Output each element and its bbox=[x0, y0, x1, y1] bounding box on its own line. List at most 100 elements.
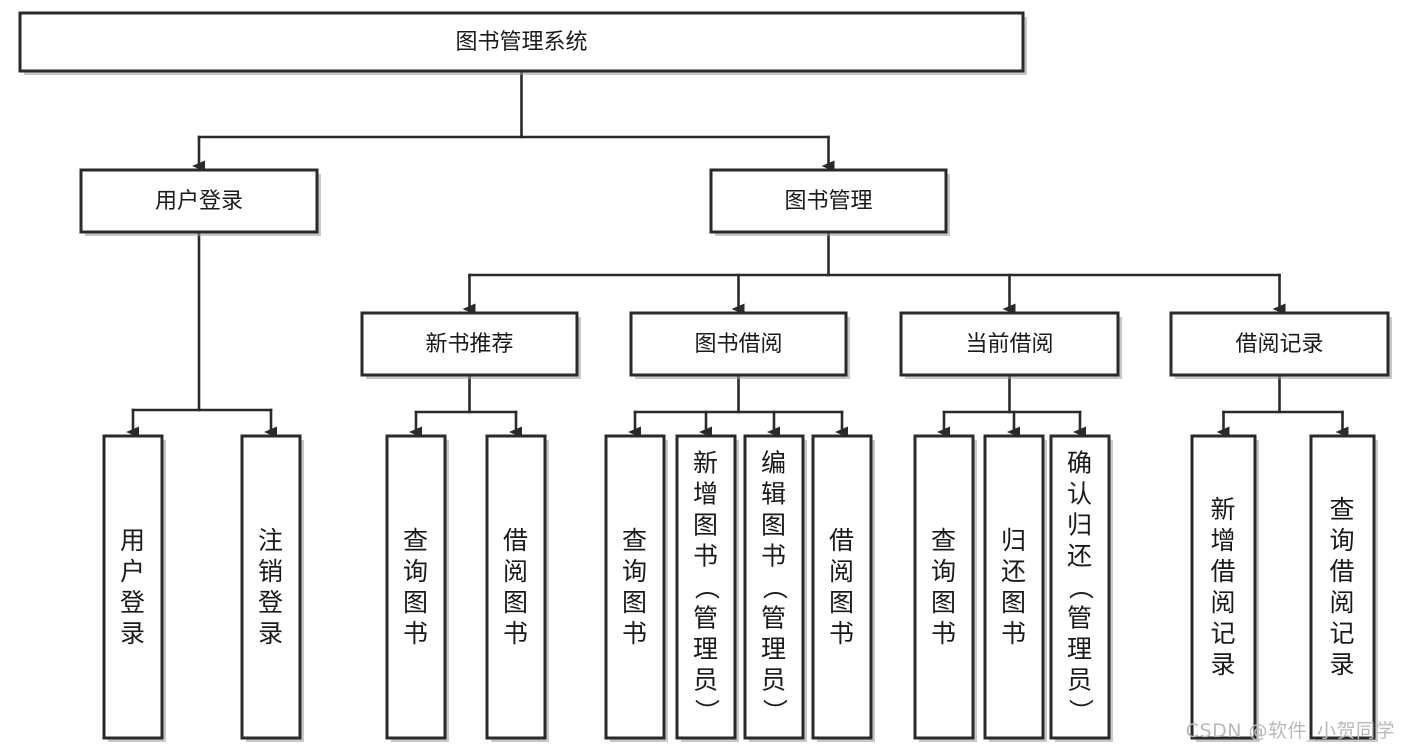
svg-text:图: 图 bbox=[1001, 588, 1027, 617]
leaf-box[interactable] bbox=[485, 434, 549, 742]
svg-text:录: 录 bbox=[258, 619, 284, 648]
leaf-box[interactable] bbox=[913, 434, 977, 742]
level2-box[interactable] bbox=[1169, 311, 1392, 379]
leaf-box[interactable] bbox=[983, 434, 1047, 742]
svg-text:图: 图 bbox=[503, 588, 529, 617]
svg-text:书: 书 bbox=[622, 619, 648, 648]
svg-text:录: 录 bbox=[1210, 650, 1236, 679]
svg-text:书: 书 bbox=[1001, 619, 1027, 648]
svg-text:（: （ bbox=[760, 575, 789, 601]
leaf-box[interactable] bbox=[811, 434, 875, 742]
svg-text:登: 登 bbox=[258, 588, 284, 617]
svg-text:书: 书 bbox=[931, 619, 957, 648]
svg-text:确: 确 bbox=[1067, 449, 1093, 478]
leaf-box[interactable] bbox=[1309, 434, 1378, 742]
svg-text:询: 询 bbox=[931, 557, 957, 586]
svg-text:注: 注 bbox=[258, 526, 284, 555]
svg-text:记: 记 bbox=[1329, 619, 1355, 648]
svg-text:员: 员 bbox=[693, 666, 719, 695]
svg-text:户: 户 bbox=[120, 557, 146, 586]
svg-text:查: 查 bbox=[622, 526, 648, 555]
level2-label: 新书推荐 bbox=[425, 332, 513, 357]
svg-text:借: 借 bbox=[503, 526, 529, 555]
leaf-box[interactable] bbox=[1190, 434, 1259, 742]
svg-text:图: 图 bbox=[829, 588, 855, 617]
svg-text:管: 管 bbox=[761, 604, 787, 633]
svg-text:员: 员 bbox=[1067, 666, 1093, 695]
svg-text:图: 图 bbox=[622, 588, 648, 617]
leaf-label: 用户登录 bbox=[120, 526, 146, 648]
level2-box[interactable] bbox=[899, 311, 1122, 379]
level1-box[interactable] bbox=[79, 168, 321, 236]
svg-text:书: 书 bbox=[693, 542, 719, 571]
node-layer: 图书管理系统用户登录图书管理新书推荐图书借阅当前借阅借阅记录用户登录注销登录查询… bbox=[18, 11, 1392, 742]
svg-text:询: 询 bbox=[622, 557, 648, 586]
svg-text:录: 录 bbox=[1329, 650, 1355, 679]
svg-text:辑: 辑 bbox=[761, 480, 787, 509]
leaf-box[interactable] bbox=[240, 434, 304, 742]
svg-text:登: 登 bbox=[120, 588, 146, 617]
level2-label: 图书借阅 bbox=[694, 332, 782, 357]
leaf-box[interactable] bbox=[743, 434, 807, 742]
leaf-box[interactable] bbox=[102, 434, 166, 742]
svg-text:）: ） bbox=[692, 699, 721, 725]
svg-text:借: 借 bbox=[1210, 557, 1236, 586]
svg-text:编: 编 bbox=[761, 449, 787, 478]
root-box[interactable] bbox=[18, 11, 1027, 75]
svg-text:认: 认 bbox=[1067, 480, 1093, 509]
svg-text:查: 查 bbox=[931, 526, 957, 555]
svg-text:（: （ bbox=[1066, 575, 1095, 601]
svg-text:理: 理 bbox=[693, 635, 719, 664]
level1-label: 图书管理 bbox=[784, 189, 872, 214]
svg-text:图: 图 bbox=[931, 588, 957, 617]
svg-text:管: 管 bbox=[1067, 604, 1093, 633]
svg-text:询: 询 bbox=[1329, 526, 1355, 555]
level2-box[interactable] bbox=[360, 311, 581, 379]
leaf-box[interactable] bbox=[1049, 434, 1113, 742]
svg-text:查: 查 bbox=[1329, 495, 1355, 524]
svg-text:还: 还 bbox=[1001, 557, 1027, 586]
level1-box[interactable] bbox=[709, 168, 950, 236]
svg-text:阅: 阅 bbox=[829, 557, 855, 586]
level2-box[interactable] bbox=[629, 311, 850, 379]
leaf-box[interactable] bbox=[385, 434, 449, 742]
svg-text:记: 记 bbox=[1210, 619, 1236, 648]
connector-layer bbox=[126, 69, 1349, 438]
leaf-box[interactable] bbox=[675, 434, 739, 742]
svg-text:增: 增 bbox=[1210, 526, 1236, 555]
svg-text:询: 询 bbox=[403, 557, 429, 586]
svg-text:（: （ bbox=[692, 575, 721, 601]
svg-text:阅: 阅 bbox=[1210, 588, 1236, 617]
level2-label: 借阅记录 bbox=[1235, 332, 1323, 357]
svg-text:查: 查 bbox=[403, 526, 429, 555]
svg-text:理: 理 bbox=[761, 635, 787, 664]
leaf-box[interactable] bbox=[604, 434, 668, 742]
svg-text:还: 还 bbox=[1067, 542, 1093, 571]
svg-text:图: 图 bbox=[761, 511, 787, 540]
svg-text:书: 书 bbox=[829, 619, 855, 648]
svg-text:书: 书 bbox=[761, 542, 787, 571]
svg-text:图: 图 bbox=[693, 511, 719, 540]
svg-text:阅: 阅 bbox=[503, 557, 529, 586]
svg-text:录: 录 bbox=[120, 619, 146, 648]
svg-text:销: 销 bbox=[258, 557, 284, 586]
svg-text:归: 归 bbox=[1067, 511, 1093, 540]
svg-text:图: 图 bbox=[403, 588, 429, 617]
svg-text:管: 管 bbox=[693, 604, 719, 633]
svg-text:新: 新 bbox=[1210, 495, 1236, 524]
svg-text:书: 书 bbox=[503, 619, 529, 648]
